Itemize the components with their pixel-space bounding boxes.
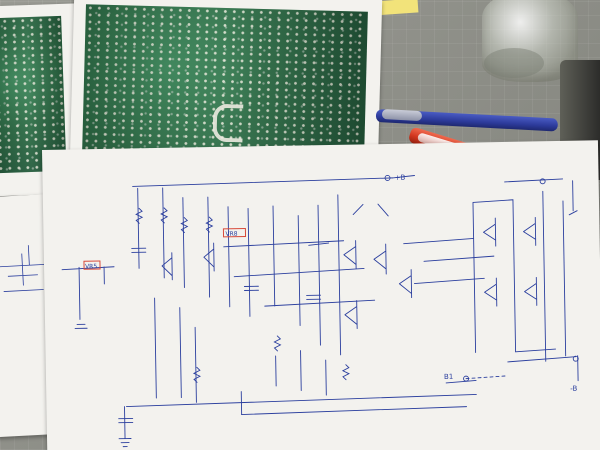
main-schematic-sheet: VR5 VR8 +B B1 -B [42,140,600,450]
left-schematic-drawing [0,245,46,292]
blue-pen-clip [381,109,423,122]
hand-drawn-amplifier-schematic: VR5 VR8 +B B1 -B [61,174,579,448]
label-vr8: VR8 [225,231,237,238]
label-b1: B1 [444,373,453,381]
left-schematic-sheet [0,193,67,439]
label-minus-b: -B [570,385,577,393]
label-vr5: VR5 [85,263,97,270]
label-plus-b: +B [394,174,405,182]
water-glass-base [484,48,544,78]
pcb-marking [212,103,244,143]
